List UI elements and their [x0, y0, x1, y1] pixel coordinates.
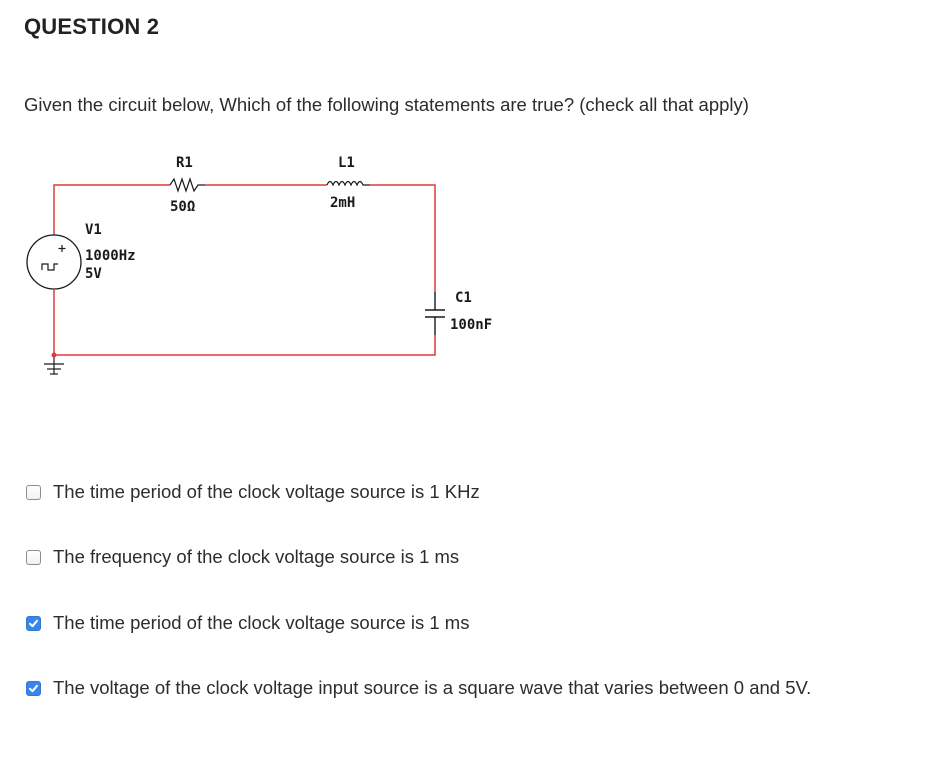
option-3-checkbox[interactable]	[26, 615, 41, 631]
c1-value: 100nF	[450, 317, 492, 333]
option-1-label: The time period of the clock voltage sou…	[53, 481, 480, 502]
option-2[interactable]: The frequency of the clock voltage sourc…	[26, 545, 459, 569]
circuit-diagram: R1 50Ω L1 2mH V1 1000Hz 5V C1 100nF	[26, 155, 492, 375]
question-prompt: Given the circuit below, Which of the fo…	[24, 94, 749, 115]
option-4-checkbox[interactable]	[26, 680, 41, 696]
option-4[interactable]: The voltage of the clock voltage input s…	[26, 676, 811, 700]
junction-dot	[51, 352, 57, 358]
option-1[interactable]: The time period of the clock voltage sou…	[26, 480, 480, 504]
option-3-label: The time period of the clock voltage sou…	[53, 612, 470, 633]
option-4-label: The voltage of the clock voltage input s…	[53, 677, 812, 698]
r1-value: 50Ω	[170, 199, 195, 215]
option-1-checkbox[interactable]	[26, 484, 41, 500]
capacitor-symbol	[425, 292, 445, 335]
r1-name: R1	[176, 155, 193, 171]
inductor-symbol	[326, 180, 370, 187]
l1-name: L1	[338, 155, 355, 171]
v1-frequency: 1000Hz	[85, 248, 136, 264]
v1-amplitude: 5V	[85, 266, 102, 282]
resistor-symbol	[169, 177, 205, 193]
clock-source-symbol	[26, 234, 82, 290]
ground-symbol	[44, 355, 64, 375]
checkmark-icon	[29, 619, 38, 627]
option-3[interactable]: The time period of the clock voltage sou…	[26, 611, 469, 635]
option-2-checkbox[interactable]	[26, 549, 41, 565]
c1-name: C1	[455, 290, 472, 306]
option-2-label: The frequency of the clock voltage sourc…	[53, 546, 460, 567]
circuit-wires	[53, 184, 436, 356]
v1-name: V1	[85, 222, 102, 238]
l1-value: 2mH	[330, 195, 355, 211]
checkmark-icon	[29, 684, 38, 692]
question-title: QUESTION 2	[24, 14, 160, 39]
